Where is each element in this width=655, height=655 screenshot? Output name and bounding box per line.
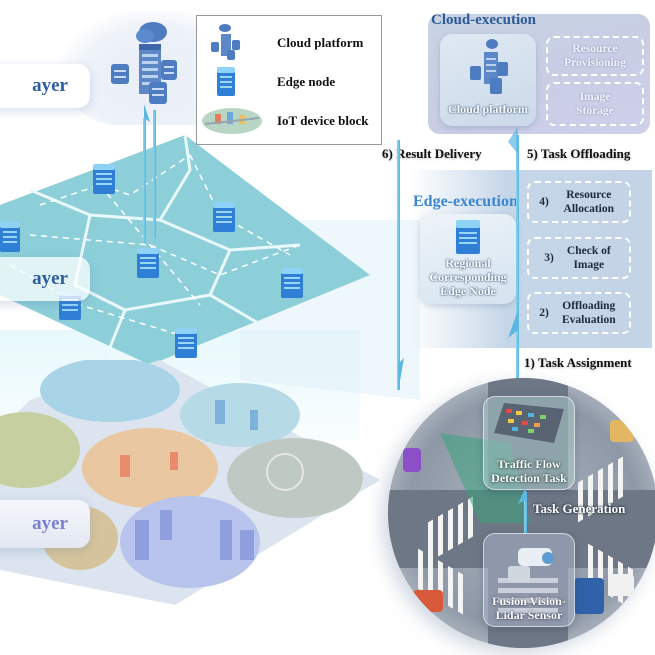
edge-node-icon — [137, 248, 159, 278]
legend-item-edge: Edge node — [205, 64, 335, 98]
resource-provisioning-box: Resource Provisioning — [546, 36, 644, 76]
resource-allocation-label: Resource Allocation — [563, 189, 615, 215]
offloading-evaluation-box: 2) Offloading Evaluation — [527, 292, 631, 334]
device-layer-label: ayer — [32, 513, 68, 534]
car-white — [608, 574, 634, 596]
vision-lidar-sensor-icon — [508, 548, 554, 582]
edge-layer-label: ayer — [32, 268, 68, 289]
car-yellow — [610, 420, 634, 442]
edge-node-icon — [281, 268, 303, 298]
step-number: 4) — [539, 196, 549, 208]
legend: Cloud platform Edge node IoT device bloc… — [196, 15, 382, 145]
cloud-platform-icon — [211, 24, 240, 60]
result-delivery-label: 6) Result Delivery — [382, 146, 482, 161]
image-storage-label: Image Storage — [576, 91, 614, 117]
edge-execution-title: Edge-execution — [413, 193, 518, 210]
check-of-image-label: Check of Image — [566, 245, 611, 271]
image-storage-box: Image Storage — [546, 82, 644, 126]
sensor-caption: Fusion Vision-Lidar Sensor — [492, 594, 566, 622]
result-delivery-arrow — [397, 140, 400, 390]
task-assignment-label: 1) Task Assignment — [524, 355, 632, 370]
step-number: 3) — [544, 252, 554, 264]
cloud-platform-caption: Cloud platform — [448, 102, 528, 116]
edge-node-icon — [213, 202, 235, 232]
iot-device-block-icon — [202, 108, 262, 134]
task-offloading-arrow — [516, 135, 519, 385]
traffic-task-card: Traffic Flow Detection Task — [483, 396, 575, 490]
edge-layer-grid — [0, 135, 370, 365]
step-number: 2) — [539, 307, 549, 319]
legend-item-cloud: Cloud platform — [205, 22, 363, 62]
cloud-layer-label: ayer — [32, 75, 68, 96]
edge-node-icon — [93, 164, 115, 194]
edge-layer-tag: ayer — [0, 257, 90, 301]
cloud-edge-up-arrow — [143, 118, 146, 243]
arrow-up-icon — [518, 486, 526, 504]
edge-node-caption: Regional Corresponding Edge Node — [429, 256, 507, 298]
arrow-up-icon — [508, 126, 518, 154]
edge-node-icon — [0, 222, 20, 252]
arrow-up-icon — [508, 310, 518, 338]
task-offloading-label: 5) Task Offloading — [527, 146, 631, 161]
edge-node-icon — [456, 220, 480, 254]
legend-label: Cloud platform — [277, 35, 364, 50]
car-red — [413, 590, 443, 612]
cloud-execution-title: Cloud-execution — [431, 12, 536, 28]
edge-node-icon — [217, 67, 235, 96]
cloud-platform-card: Cloud platform — [440, 34, 536, 126]
resource-provisioning-label: Resource Provisioning — [564, 43, 626, 69]
device-layer-grid — [0, 360, 380, 605]
cloud-edge-down-arrow — [153, 110, 156, 238]
legend-label: IoT device block — [277, 113, 369, 128]
edge-node-card: Regional Corresponding Edge Node — [420, 214, 516, 304]
legend-label: Edge node — [277, 74, 336, 89]
traffic-flow-icon — [494, 403, 564, 443]
traffic-task-caption: Traffic Flow Detection Task — [491, 457, 567, 485]
cloud-layer-tag: ayer — [0, 64, 90, 108]
cloud-server-icon — [111, 22, 177, 104]
offloading-evaluation-label: Offloading Evaluation — [561, 300, 616, 326]
task-generation-arrow — [524, 492, 527, 534]
intersection-scene: Traffic Flow Detection Task Task Generat… — [388, 378, 655, 648]
sensor-card: Fusion Vision-Lidar Sensor — [483, 533, 575, 627]
legend-item-iot: IoT device block — [202, 106, 369, 136]
device-layer-tag: ayer — [0, 500, 90, 548]
edge-node-icon — [175, 328, 197, 358]
arrow-up-icon — [144, 104, 150, 122]
cloud-platform-icon — [470, 39, 508, 94]
check-of-image-box: 3) Check of Image — [527, 237, 631, 279]
car-purple — [403, 448, 421, 472]
task-generation-label: Task Generation — [533, 501, 626, 516]
car-blue — [574, 578, 604, 614]
resource-allocation-box: 4) Resource Allocation — [527, 181, 631, 223]
arrow-down-icon — [398, 358, 404, 392]
